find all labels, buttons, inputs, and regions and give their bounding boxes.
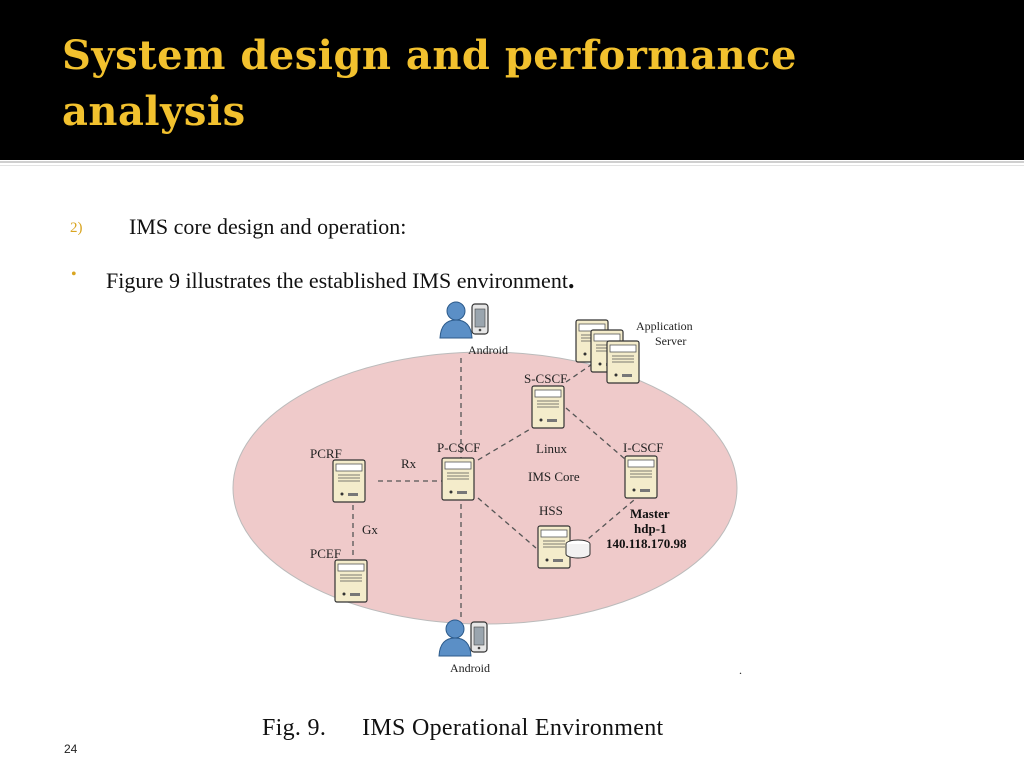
figure-caption-number: Fig. 9.	[262, 715, 327, 741]
label-pcrf: PCRF	[310, 446, 342, 461]
label-pcef: PCEF	[310, 546, 341, 561]
label-hss: HSS	[539, 503, 563, 518]
figure-caption-text: IMS Operational Environment	[362, 715, 664, 741]
android-user-icon-bottom	[438, 619, 488, 657]
bullet-text-figure: Figure 9 illustrates the established IMS…	[106, 265, 574, 295]
label-hdp: hdp-1	[634, 521, 667, 536]
label-scscf: S-CSCF	[524, 371, 567, 386]
label-rx: Rx	[401, 456, 417, 471]
label-linux: Linux	[536, 441, 568, 456]
label-app-server-1: Application	[636, 319, 693, 333]
bullet-text-ims-core: IMS core design and operation:	[129, 214, 407, 239]
label-android-bottom: Android	[450, 661, 490, 675]
link-scscf-icscf	[565, 407, 627, 461]
bullet-dot: •	[71, 266, 77, 283]
label-icscf: I-CSCF	[623, 440, 663, 455]
label-android-top: Android	[468, 343, 508, 357]
figure-caption: Fig. 9. IMS Operational Environment	[262, 715, 664, 742]
ims-diagram: Android Android Application Server S-CSC…	[232, 301, 742, 677]
icscf-server	[624, 455, 658, 499]
label-pcscf: P-CSCF	[437, 440, 480, 455]
title-bar: System design and performance analysis	[0, 0, 1024, 160]
link-pcscf-scscf	[477, 427, 533, 461]
label-gx: Gx	[362, 522, 378, 537]
title-divider-thin	[0, 165, 1024, 166]
bullet-number: 2)	[70, 220, 83, 236]
hss-server	[537, 525, 571, 569]
label-ims-core: IMS Core	[528, 469, 580, 484]
slide-number: 24	[64, 742, 78, 756]
database-icon	[565, 539, 591, 559]
pcef-server	[334, 559, 368, 603]
label-app-server-2: Server	[655, 334, 686, 348]
app-server-1	[606, 340, 640, 384]
bullet-text-period: .	[567, 265, 575, 294]
pcscf-server	[441, 457, 475, 501]
scscf-server	[531, 385, 565, 429]
android-user-icon-top	[439, 301, 489, 339]
pcrf-server	[332, 459, 366, 503]
label-ip: 140.118.170.98	[606, 536, 687, 551]
label-master: Master	[630, 506, 670, 521]
label-dot: .	[739, 663, 742, 677]
link-pcscf-hss	[477, 497, 537, 549]
ims-core-ellipse	[232, 351, 738, 625]
bullet-text-figure-body: Figure 9 illustrates the established IMS…	[106, 268, 568, 293]
title-divider	[0, 161, 1024, 163]
slide-title: System design and performance analysis	[62, 32, 797, 135]
